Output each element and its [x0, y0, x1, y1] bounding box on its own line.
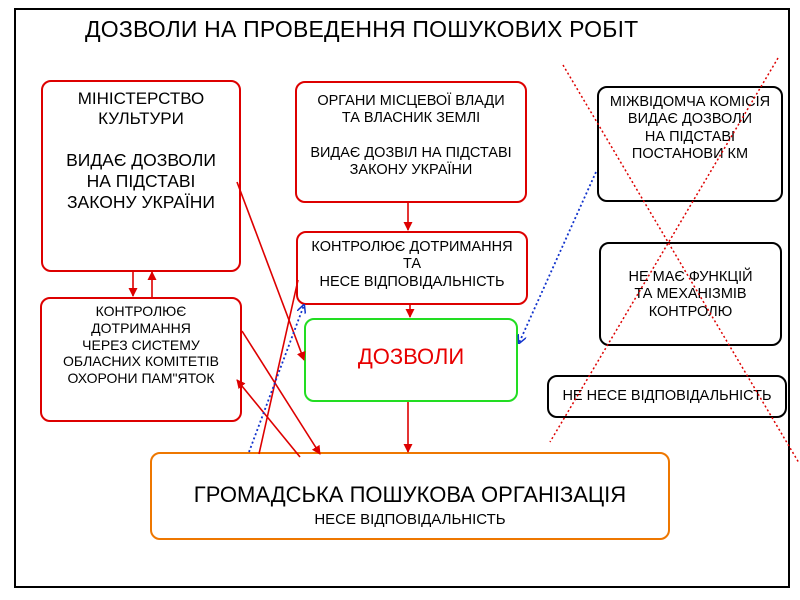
local-line3: ВИДАЄ ДОЗВІЛ НА ПІДСТАВІ [310, 144, 512, 161]
local-line4: ЗАКОНУ УКРАЇНИ [349, 162, 473, 179]
dotted-arrow-commission-to-permits [519, 171, 597, 343]
ministry-line1: МІНІСТЕРСТВО [77, 89, 205, 108]
commission-line2: ВИДАЄ ДОЗВОЛИ [627, 111, 753, 128]
ministry-control-line2: ДОТРИМАННЯ [91, 319, 191, 336]
arrow-ministry-to-permits [236, 181, 306, 361]
commission-line4: ПОСТАНОВИ КМ [631, 146, 749, 163]
ministry-line2: КУЛЬТУРИ [98, 109, 184, 129]
dotted-arrow-org-to-control [248, 305, 304, 453]
no-functions-line1: НЕ МАЄ ФУНКЦІЙ [628, 269, 753, 285]
organization-responsibility: НЕСЕ ВІДПОВІДАЛЬНІСТЬ [314, 511, 506, 529]
commission-line1: МІЖВІДОМЧА КОМІСІЯ [609, 94, 771, 110]
organization-name: ГРОМАДСЬКА ПОШУКОВА ОРГАНІЗАЦІЯ [193, 482, 627, 507]
local-control-box: КОНТРОЛЮЄ ДОТРИМАННЯ ТА НЕСЕ ВІДПОВІДАЛЬ… [296, 231, 528, 305]
local-control-line3: НЕСЕ ВІДПОВІДАЛЬНІСТЬ [319, 273, 505, 290]
commission-line3: НА ПІДСТАВІ [644, 128, 736, 145]
no-responsibility-box: НЕ НЕСЕ ВІДПОВІДАЛЬНІСТЬ [547, 375, 787, 418]
ministry-control-line1: КОНТРОЛЮЄ [95, 303, 187, 319]
ministry-line5: ЗАКОНУ УКРАЇНИ [66, 191, 216, 212]
local-line1: ОРГАНИ МІСЦЕВОЇ ВЛАДИ [317, 93, 505, 109]
interagency-commission-box: МІЖВІДОМЧА КОМІСІЯ ВИДАЄ ДОЗВОЛИ НА ПІДС… [597, 86, 783, 202]
ministry-of-culture-box: МІНІСТЕРСТВО КУЛЬТУРИ ВИДАЄ ДОЗВОЛИ НА П… [41, 80, 241, 272]
ministry-control-box: КОНТРОЛЮЄ ДОТРИМАННЯ ЧЕРЕЗ СИСТЕМУ ОБЛАС… [40, 297, 242, 422]
arrow-control-to-org [241, 330, 321, 455]
no-functions-line3: КОНТРОЛЮ [648, 303, 733, 320]
diagram-frame [14, 8, 790, 588]
cross-out-line-1 [562, 64, 800, 464]
line-org-to-local-control [258, 279, 299, 455]
no-control-functions-box: НЕ МАЄ ФУНКЦІЙ ТА МЕХАНІЗМІВ КОНТРОЛЮ [599, 242, 782, 346]
no-responsibility-label: НЕ НЕСЕ ВІДПОВІДАЛЬНІСТЬ [562, 388, 772, 404]
local-authorities-box: ОРГАНИ МІСЦЕВОЇ ВЛАДИ ТА ВЛАСНИК ЗЕМЛІ В… [295, 81, 527, 203]
ministry-control-line4: ОБЛАСНИХ КОМІТЕТІВ [63, 353, 219, 370]
permits-label: ДОЗВОЛИ [357, 344, 465, 369]
ministry-line4: НА ПІДСТАВІ [86, 170, 196, 191]
permits-box: ДОЗВОЛИ [304, 318, 518, 402]
local-control-line2: ТА [402, 256, 422, 273]
local-control-line1: КОНТРОЛЮЄ ДОТРИМАННЯ [311, 239, 513, 255]
ministry-line3: ВИДАЄ ДОЗВОЛИ [66, 149, 216, 170]
search-organization-box: ГРОМАДСЬКА ПОШУКОВА ОРГАНІЗАЦІЯ НЕСЕ ВІД… [150, 452, 670, 540]
diagram-title: ДОЗВОЛИ НА ПРОВЕДЕННЯ ПОШУКОВИХ РОБІТ [85, 16, 639, 42]
arrow-org-to-control [236, 379, 301, 458]
ministry-control-line5: ОХОРОНИ ПАМ"ЯТОК [67, 370, 215, 387]
local-line2: ТА ВЛАСНИК ЗЕМЛІ [341, 110, 481, 127]
no-functions-line2: ТА МЕХАНІЗМІВ [634, 286, 747, 303]
ministry-control-line3: ЧЕРЕЗ СИСТЕМУ [82, 336, 200, 353]
cross-out-line-2 [549, 57, 779, 443]
